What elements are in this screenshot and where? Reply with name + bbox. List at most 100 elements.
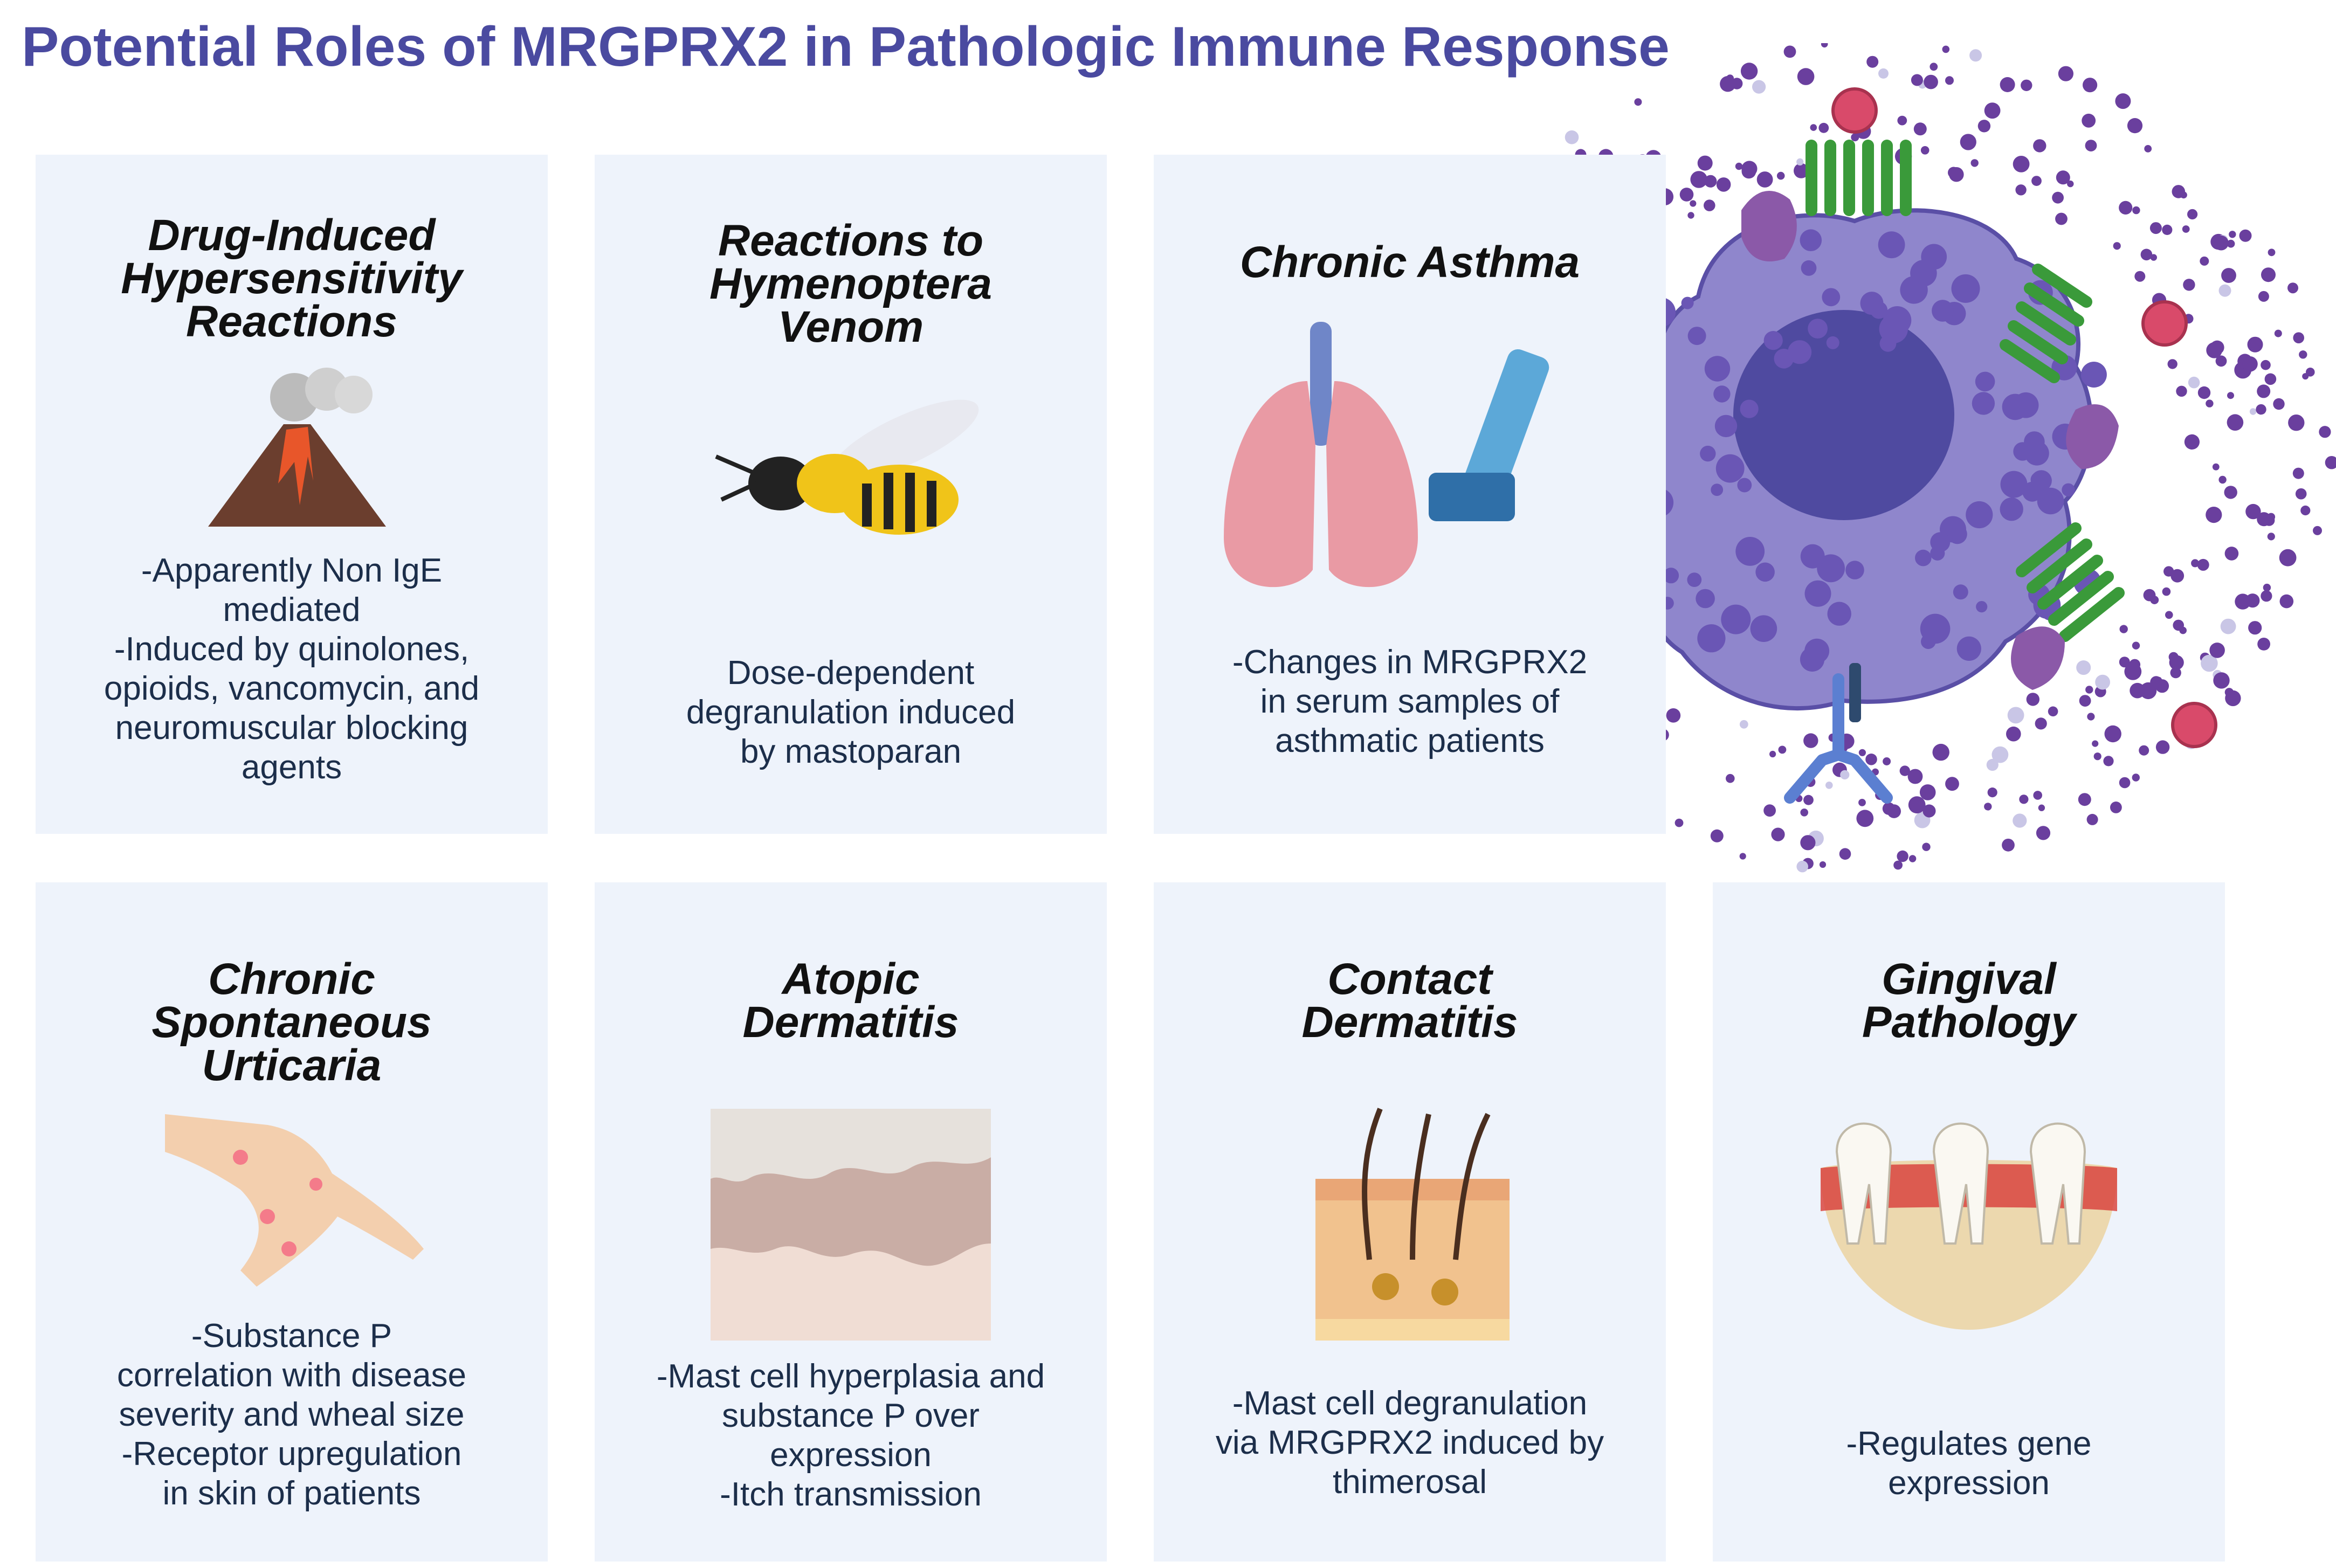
granule-dot bbox=[2076, 660, 2091, 675]
granule-dot bbox=[2299, 350, 2307, 359]
card-title: Atopic Dermatitis bbox=[742, 955, 959, 1047]
granule-dot bbox=[1827, 602, 1851, 626]
granule-dot bbox=[1883, 757, 1891, 765]
granule-dot bbox=[1696, 589, 1715, 609]
granule-dot bbox=[2273, 398, 2285, 410]
granule-dot bbox=[2092, 740, 2099, 747]
granule-dot bbox=[2188, 376, 2200, 389]
granule-dot bbox=[1697, 624, 1726, 653]
granule-dot bbox=[2288, 415, 2305, 431]
granule-dot bbox=[2218, 475, 2227, 484]
granule-dot bbox=[2227, 392, 2234, 399]
granule-dot bbox=[1975, 371, 1995, 392]
granule-dot bbox=[1810, 124, 1817, 131]
granule-dot bbox=[1992, 746, 2009, 763]
granule-dot bbox=[1808, 319, 1828, 339]
granule-dot bbox=[2213, 672, 2230, 689]
granule-dot bbox=[2300, 505, 2311, 516]
granule-dot bbox=[2140, 248, 2153, 261]
granule-dot bbox=[2227, 414, 2244, 431]
granule-dot bbox=[1987, 788, 1997, 798]
granule-dot bbox=[2024, 431, 2045, 452]
granule-dot bbox=[2306, 368, 2315, 377]
granule-dot bbox=[1878, 231, 1905, 259]
granule-dot bbox=[1763, 331, 1783, 350]
granule-dot bbox=[2055, 212, 2068, 225]
granule-dot bbox=[2221, 268, 2236, 283]
granule-dot bbox=[2119, 201, 2133, 215]
granule-dot bbox=[2268, 248, 2276, 257]
teeth-gum-icon bbox=[1821, 1122, 2117, 1330]
granule-dot bbox=[1911, 74, 1923, 86]
granule-dot bbox=[1752, 80, 1766, 94]
granule-dot bbox=[1893, 860, 1903, 870]
granule-dot bbox=[1921, 244, 1947, 270]
granule-dot bbox=[1710, 829, 1724, 842]
granule-dot bbox=[2191, 559, 2200, 568]
granule-dot bbox=[2132, 641, 2140, 650]
granule-dot bbox=[2325, 456, 2336, 469]
granule-dot bbox=[1679, 188, 1694, 202]
granule-dot bbox=[1915, 549, 1932, 567]
card-title: Chronic Spontaneous Urticaria bbox=[151, 955, 432, 1090]
granule-dot bbox=[2162, 587, 2171, 596]
granule-dot bbox=[1716, 177, 1731, 192]
granule-dot bbox=[1851, 133, 1859, 142]
card-body: -Mast cell hyperplasia and substance P o… bbox=[656, 1358, 1045, 1513]
granule-dot bbox=[1945, 76, 1954, 85]
granule-dot bbox=[1922, 804, 1936, 818]
granule-dot bbox=[2002, 838, 2015, 852]
granule-dot bbox=[1930, 63, 1938, 71]
granule-dot bbox=[2058, 66, 2073, 81]
skin-layers-icon bbox=[711, 1109, 991, 1341]
granule-dot bbox=[1687, 212, 1694, 219]
granule-dot bbox=[2209, 643, 2225, 658]
granule-dot bbox=[2279, 549, 2297, 567]
granule-dot bbox=[1897, 850, 1908, 862]
granule-dot bbox=[2169, 655, 2184, 670]
granule-dot bbox=[2119, 657, 2130, 668]
granule-dot bbox=[1818, 122, 1829, 133]
granule-dot bbox=[2026, 693, 2039, 706]
card-drug-induced: Drug-Induced Hypersensitivity Reactions … bbox=[36, 155, 548, 834]
granule-dot bbox=[1697, 155, 1713, 171]
granule-dot bbox=[1986, 758, 1999, 771]
granule-dot bbox=[2261, 267, 2276, 282]
granule-dot bbox=[1666, 708, 1681, 723]
card-title: Reactions to Hymenoptera Venom bbox=[709, 216, 993, 351]
granule-dot bbox=[2052, 191, 2064, 204]
granule-dot bbox=[1771, 827, 1785, 841]
granule-dot bbox=[2215, 355, 2227, 367]
granule-dot bbox=[1976, 601, 1988, 613]
granule-dot bbox=[1845, 561, 1864, 579]
granule-dot bbox=[1966, 501, 1993, 529]
granule-dot bbox=[2162, 224, 2173, 235]
granule-dot bbox=[1970, 159, 1979, 167]
granule-dot bbox=[2103, 756, 2114, 766]
card-body: Dose-dependent degranulation induced by … bbox=[686, 654, 1016, 770]
granule-dot bbox=[1887, 804, 1901, 818]
granule-dot bbox=[2033, 791, 2042, 800]
granule-dot bbox=[2021, 79, 2032, 91]
granule-dot bbox=[1878, 68, 1889, 79]
granule-dot bbox=[1800, 809, 1808, 817]
granule-dot bbox=[1794, 163, 1809, 178]
granule-dot bbox=[1801, 260, 1817, 276]
granule-dot bbox=[2132, 206, 2140, 215]
granule-dot bbox=[2082, 113, 2096, 128]
granule-dot bbox=[2313, 526, 2322, 535]
granule-dot bbox=[2248, 621, 2262, 635]
granule-dot bbox=[1704, 175, 1717, 188]
granule-dot bbox=[1675, 818, 1684, 827]
granule-dot bbox=[1919, 784, 1936, 800]
granule-dot bbox=[1700, 445, 1716, 462]
skin-hair-icon bbox=[1315, 1108, 1510, 1341]
granule-dot bbox=[2261, 360, 2271, 370]
granule-dot bbox=[1739, 720, 1748, 729]
granule-dot bbox=[1913, 122, 1927, 136]
granule-dot bbox=[1858, 799, 1866, 806]
granule-dot bbox=[2155, 740, 2170, 754]
granule-dot bbox=[1921, 634, 1936, 650]
granule-dot bbox=[2033, 139, 2046, 153]
granule-dot bbox=[2258, 291, 2269, 302]
